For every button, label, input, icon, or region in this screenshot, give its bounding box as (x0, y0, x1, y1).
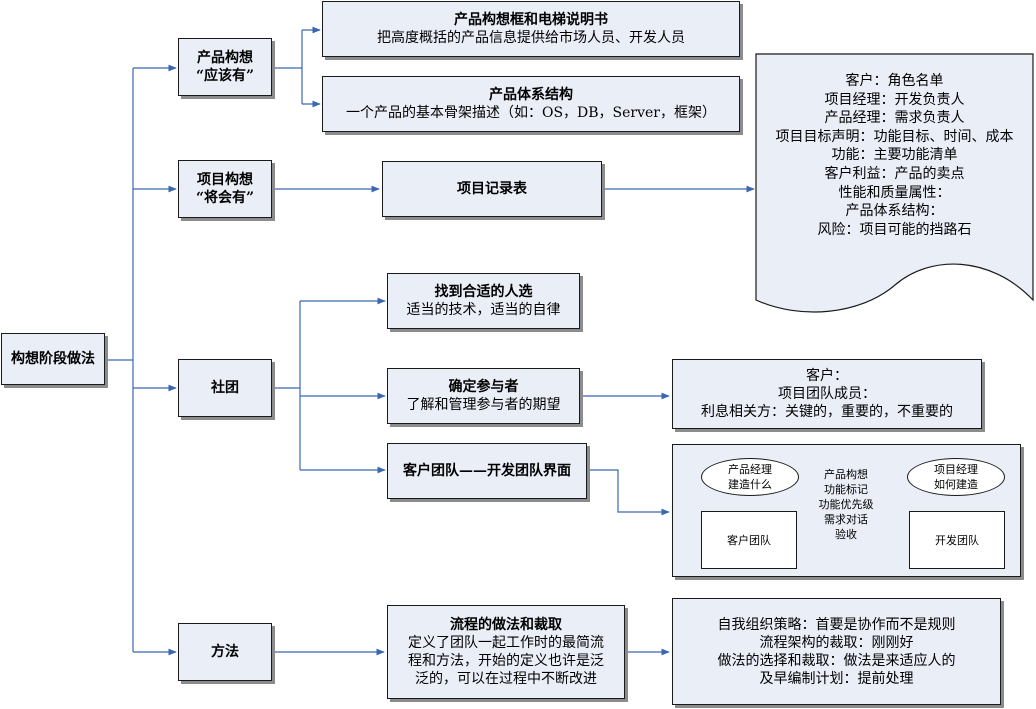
center-line: 功能优先级 (818, 498, 874, 511)
node-project-record: 项目记录表 (382, 161, 602, 217)
method-detail-line: 自我组织策略：首要是协作而不是规则 (717, 616, 956, 633)
branch-community-label: 社团 (211, 380, 239, 396)
process-desc-line: 程和方法，开始的定义也许是泛 (408, 653, 604, 669)
customer-team-box: 客户团队 (701, 511, 797, 569)
center-line: 产品构想 (824, 468, 868, 481)
architecture-title: 产品体系结构 (489, 87, 573, 103)
process-title: 流程的做法和裁取 (450, 617, 562, 633)
architecture-desc: 一个产品的基本骨架描述（如：OS，DB，Server，框架） (345, 105, 717, 121)
method-detail-line: 及早编制计划：提前处理 (759, 670, 914, 687)
people-desc: 适当的技术，适当的自律 (406, 302, 561, 318)
participants-title: 确定参与者 (448, 379, 519, 395)
branch-community: 社团 (178, 359, 272, 417)
pm-ellipse-line: 产品经理 (728, 463, 772, 476)
process-desc-line: 定义了团队一起工作时的最简流 (408, 635, 604, 651)
process-desc-line: 泛的，可以在过程中不断改进 (415, 671, 597, 687)
center-line: 验收 (835, 528, 857, 541)
pm-ellipse: 产品经理 建造什么 (701, 458, 799, 496)
branch-product-line1: 产品构想 (197, 50, 253, 66)
branch-method-label: 方法 (211, 644, 239, 660)
record-line: 客户利益：产品的卖点 (824, 165, 965, 182)
people-title: 找到合适的人选 (434, 284, 533, 300)
pm-ellipse-line: 建造什么 (728, 478, 772, 491)
record-document-text: 客户：角色名单 项目经理：开发负责人 产品经理：需求负责人 项目目标声明：功能目… (756, 72, 1033, 239)
record-line: 项目经理：开发负责人 (824, 91, 965, 108)
node-elevator-statement: 产品构想框和电梯说明书 把高度概括的产品信息提供给市场人员、开发人员 (322, 1, 740, 57)
participants-detail: 客户： 项目团队成员： 利息相关方：关键的，重要的，不重要的 (672, 359, 982, 429)
proj-ellipse-line: 如何建造 (934, 478, 978, 491)
method-detail-line: 流程架构的裁取：刚刚好 (759, 634, 914, 651)
record-line: 性能和质量属性： (838, 184, 951, 201)
root-label: 构想阶段做法 (11, 351, 95, 367)
branch-method: 方法 (178, 623, 272, 681)
participants-detail-line: 利息相关方：关键的，重要的，不重要的 (701, 404, 953, 420)
proj-ellipse-line: 项目经理 (934, 463, 978, 476)
node-team-interface: 客户团队——开发团队界面 (387, 443, 587, 499)
branch-project-line1: 项目构想 (197, 172, 253, 188)
record-title: 项目记录表 (457, 181, 527, 197)
interface-title: 客户团队——开发团队界面 (403, 463, 571, 479)
branch-product-vision: 产品构想 “应该有” (178, 38, 272, 96)
dev-team-box: 开发团队 (909, 511, 1005, 569)
node-find-people: 找到合适的人选 适当的技术，适当的自律 (387, 273, 580, 329)
record-line: 客户：角色名单 (845, 73, 944, 89)
method-detail-line: 做法的选择和裁取：做法是来适应人的 (717, 652, 956, 669)
elevator-desc: 把高度概括的产品信息提供给市场人员、开发人员 (377, 30, 685, 46)
node-participants: 确定参与者 了解和管理参与者的期望 (387, 368, 580, 424)
method-detail: 自我组织策略：首要是协作而不是规则 流程架构的裁取：刚刚好 做法的选择和裁取：做… (672, 598, 1001, 705)
branch-product-line2: “应该有” (195, 68, 255, 84)
center-line: 功能标记 (824, 483, 868, 496)
branch-project-line2: “将会有” (195, 190, 255, 206)
root-node: 构想阶段做法 (1, 333, 105, 385)
record-line: 功能：主要功能清单 (831, 147, 958, 164)
customer-team-label: 客户团队 (727, 533, 771, 547)
record-line: 风险：项目可能的挡路石 (817, 221, 972, 238)
proj-ellipse: 项目经理 如何建造 (907, 458, 1005, 496)
participants-detail-line: 项目团队成员： (778, 386, 876, 402)
elevator-title: 产品构想框和电梯说明书 (454, 12, 608, 28)
record-line: 产品体系结构： (845, 203, 944, 220)
record-line: 项目目标声明：功能目标、时间、成本 (775, 128, 1014, 145)
record-line: 产品经理：需求负责人 (824, 110, 965, 127)
participants-detail-line: 客户： (806, 368, 848, 384)
center-line: 需求对话 (824, 513, 868, 526)
branch-project-vision: 项目构想 “将会有” (178, 160, 272, 218)
node-process-tailoring: 流程的做法和裁取 定义了团队一起工作时的最简流 程和方法，开始的定义也许是泛 泛… (387, 605, 625, 699)
interface-center-list: 产品构想 功能标记 功能优先级 需求对话 验收 (800, 467, 892, 542)
record-document-shape (755, 53, 1034, 313)
node-product-architecture: 产品体系结构 一个产品的基本骨架描述（如：OS，DB，Server，框架） (322, 76, 740, 132)
interface-detail: 产品经理 建造什么 项目经理 如何建造 产品构想 功能标记 功能优先级 需求对话… (672, 444, 1021, 577)
dev-team-label: 开发团队 (935, 533, 979, 547)
participants-desc: 了解和管理参与者的期望 (406, 397, 561, 413)
